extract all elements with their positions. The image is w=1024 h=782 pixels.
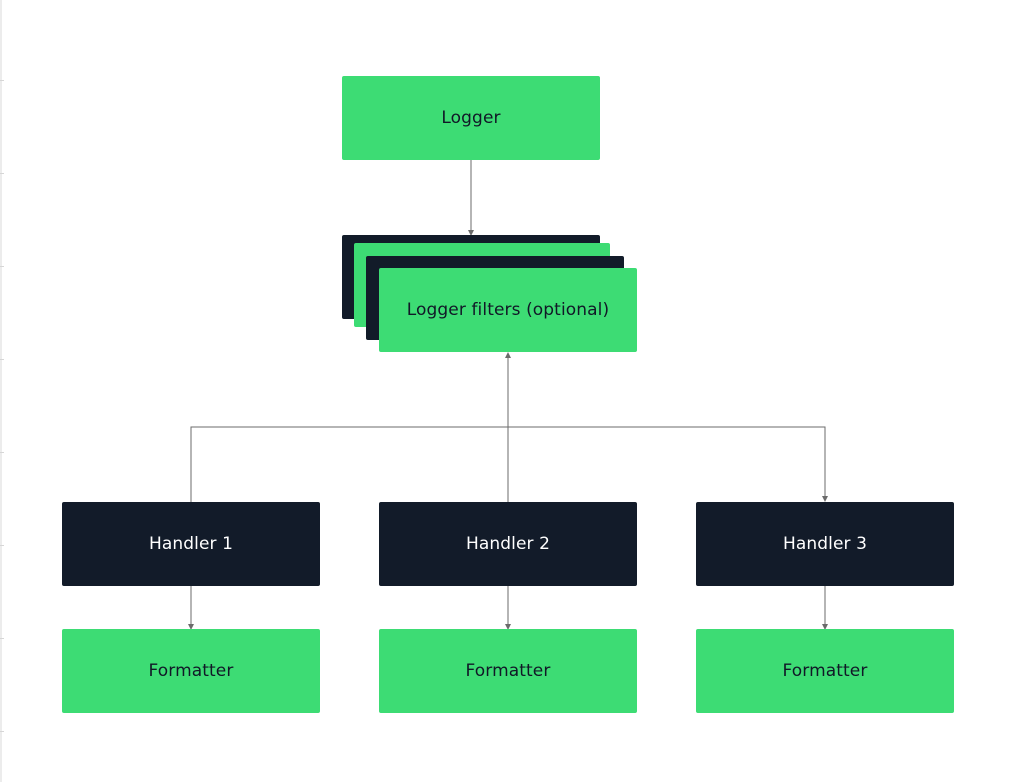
handler-1-node[interactable]: Handler 1 [62,502,320,586]
formatter-1-label: Formatter [148,661,234,681]
canvas-ruler-tick [0,452,4,453]
logger-node[interactable]: Logger [342,76,600,160]
connector-handler1-to-bus[interactable] [190,426,508,502]
logger-label: Logger [441,108,501,128]
canvas-ruler-tick [0,359,4,360]
canvas-left-edge [0,0,2,782]
formatter-2-node[interactable]: Formatter [379,629,637,713]
handler-2-node[interactable]: Handler 2 [379,502,637,586]
logger-filters-label: Logger filters (optional) [406,300,610,320]
formatter-1-node[interactable]: Formatter [62,629,320,713]
canvas-ruler-tick [0,80,4,81]
canvas-ruler-tick [0,731,4,732]
canvas-ruler-tick [0,173,4,174]
handler-3-label: Handler 3 [782,534,868,554]
logger-filters-node[interactable]: Logger filters (optional) [379,268,637,352]
canvas-ruler-tick [0,638,4,639]
formatter-2-label: Formatter [465,661,551,681]
canvas-ruler-tick [0,545,4,546]
handler-3-node[interactable]: Handler 3 [696,502,954,586]
handler-2-label: Handler 2 [465,534,551,554]
connector-bus-to-handler3[interactable] [508,426,828,502]
canvas-ruler-tick [0,266,4,267]
handler-1-label: Handler 1 [148,534,234,554]
formatter-3-label: Formatter [782,661,868,681]
formatter-3-node[interactable]: Formatter [696,629,954,713]
